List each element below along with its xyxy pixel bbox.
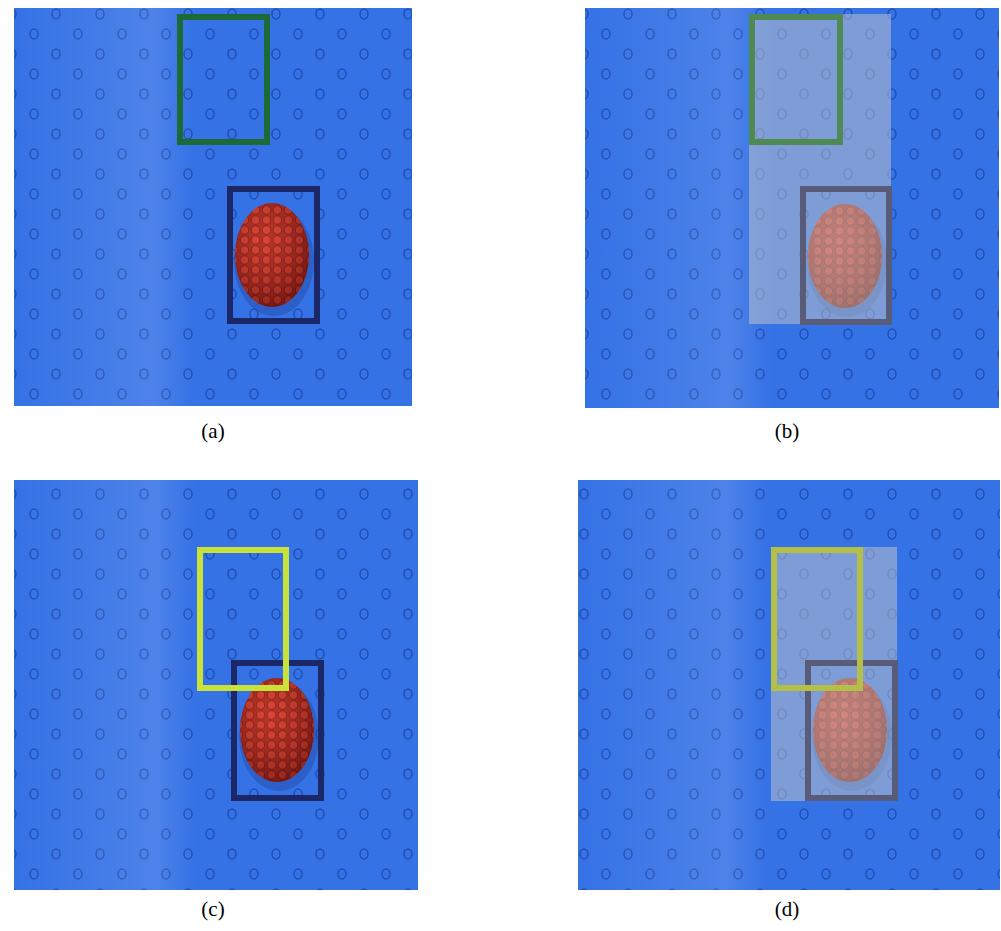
panel-label: (b) bbox=[775, 419, 800, 444]
panel-label: (c) bbox=[201, 897, 224, 922]
panel-d bbox=[578, 480, 1000, 890]
panel-label: (a) bbox=[201, 419, 224, 444]
panel-label: (d) bbox=[775, 897, 800, 922]
panel-b bbox=[585, 8, 999, 408]
panel-a bbox=[14, 8, 412, 406]
panel-c bbox=[14, 480, 418, 890]
